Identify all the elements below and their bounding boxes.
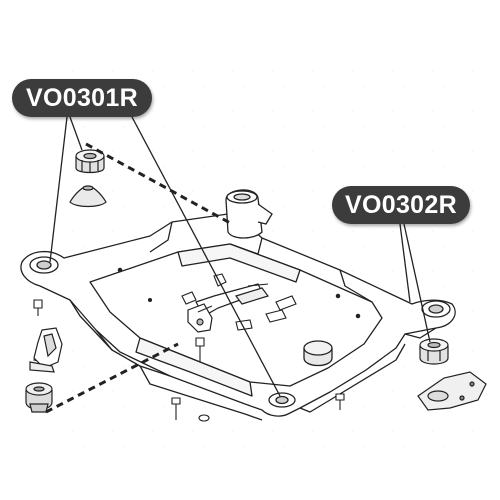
part-callout-vo0301r: VO0301R <box>12 79 152 117</box>
part-callout-vo0302r: VO0302R <box>332 186 470 224</box>
leader-lines <box>49 116 431 397</box>
vo0302r-bushing <box>419 338 449 365</box>
left-mount-bracket <box>29 327 63 373</box>
rear-tower <box>225 189 273 239</box>
round-pad <box>303 340 333 367</box>
mount-seats <box>29 256 451 408</box>
vo0301r-bushing-upper <box>75 149 105 174</box>
vo0301r-bushing-lower <box>25 382 53 413</box>
vo0301r-cone-washer <box>69 185 107 208</box>
vo0302r-plate <box>417 371 487 411</box>
guide-lines <box>45 142 233 414</box>
